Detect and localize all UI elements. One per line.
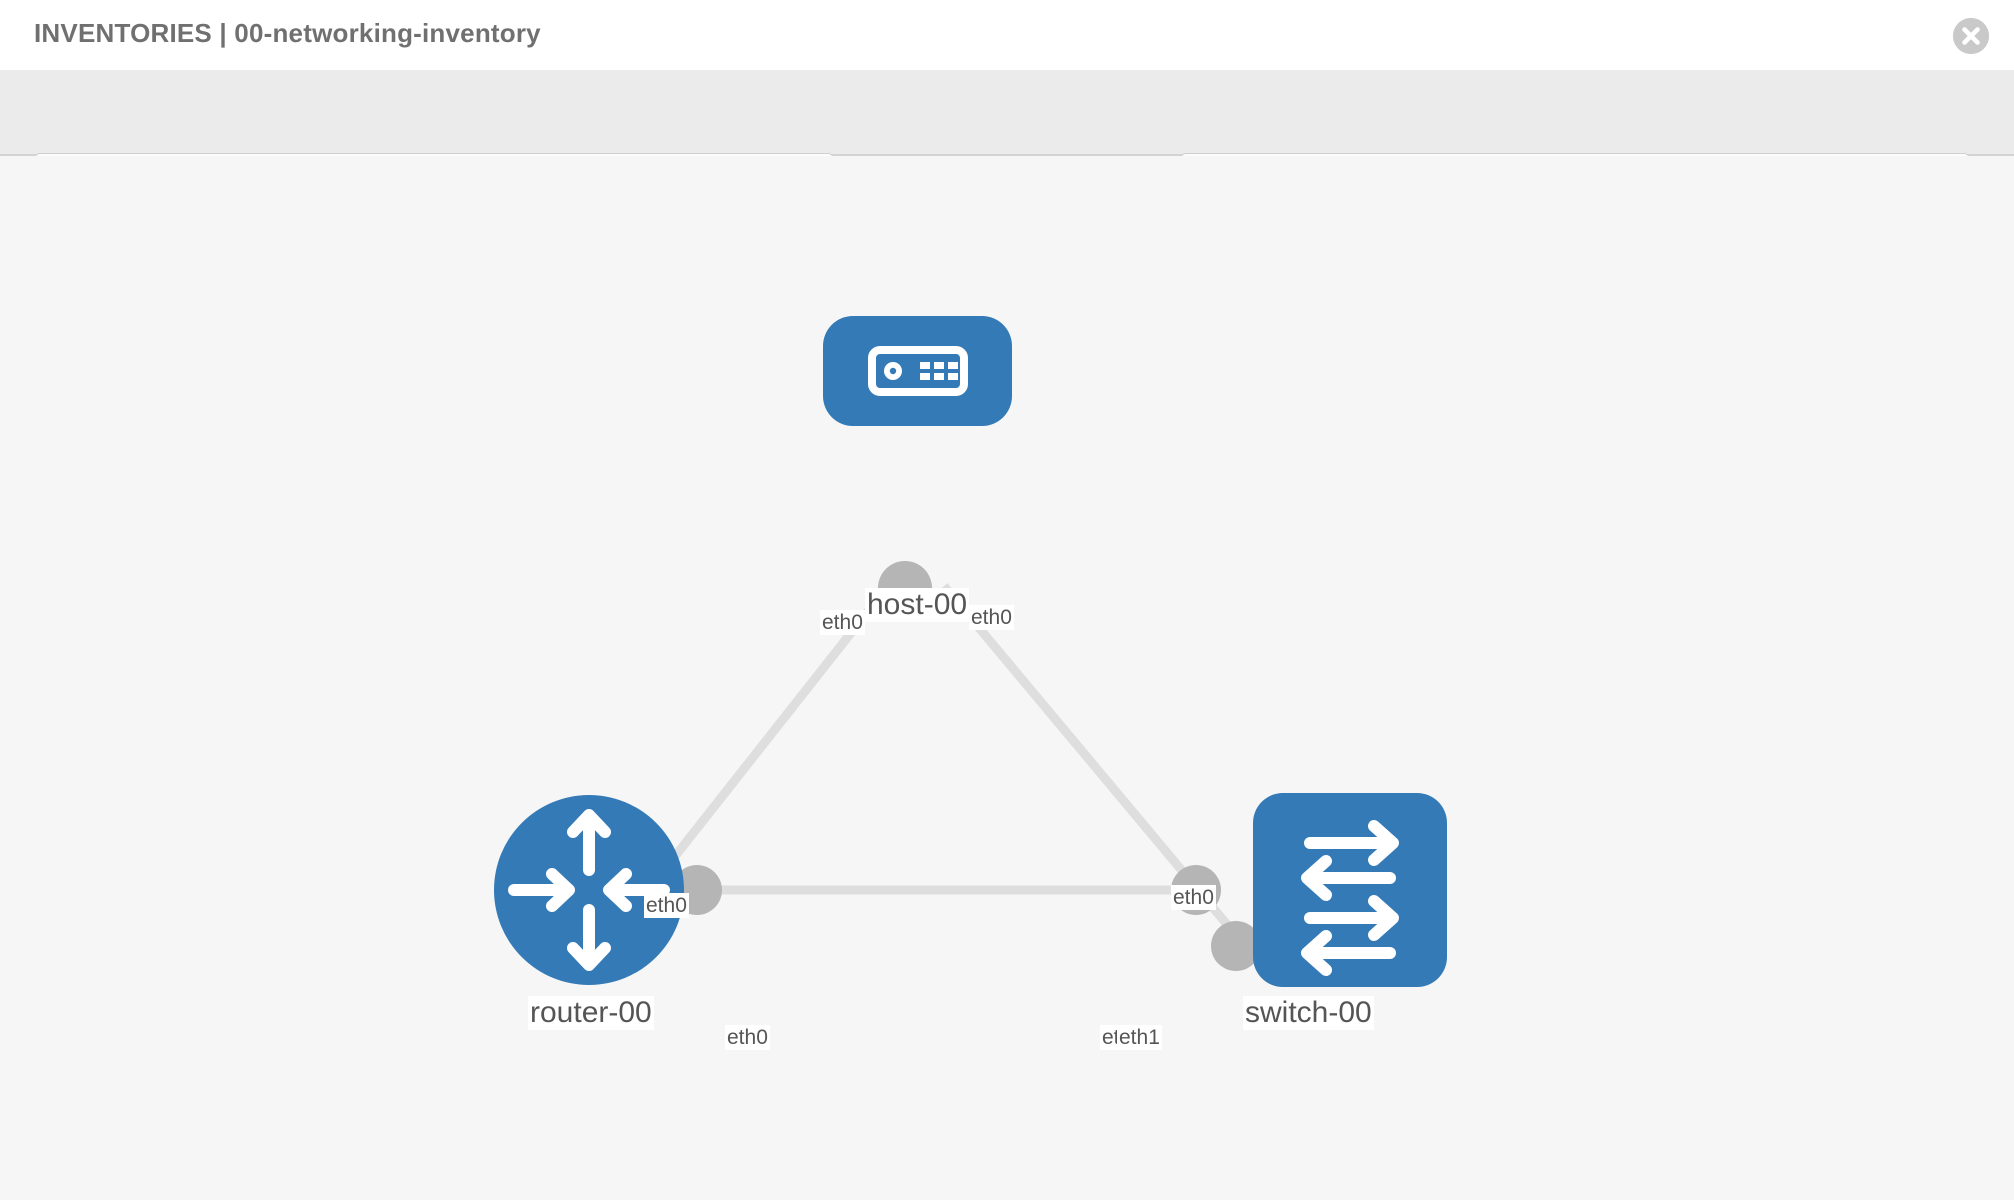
toolbar: ACTIONS SEARCH (0, 70, 2014, 209)
close-icon-glyph (1953, 18, 1989, 54)
topology-canvas[interactable]: host-00 eth0 eth0 eth0 eth0 eth0 eth eth… (0, 156, 2014, 1200)
node-label-router-00: router-00 (528, 996, 654, 1030)
iface-label-host-left: eth0 (820, 610, 865, 635)
iface-label-router-up: eth0 (644, 893, 689, 918)
node-host-00-shape[interactable] (823, 316, 1012, 426)
topology-links (646, 583, 1249, 949)
node-label-switch-00: switch-00 (1243, 996, 1374, 1030)
node-switch-00[interactable] (1253, 793, 1447, 987)
node-label-host-00: host-00 (865, 588, 970, 622)
port-switch-upper-left[interactable] (1211, 921, 1261, 971)
node-router-00[interactable] (494, 795, 684, 985)
node-host-00[interactable] (823, 316, 1012, 426)
iface-label-router-right: eth0 (725, 1025, 770, 1050)
page-header: INVENTORIES | 00-networking-inventory (0, 0, 2014, 70)
link-host-router[interactable] (646, 583, 892, 891)
router-arrows-icon (508, 809, 670, 971)
close-icon[interactable] (1953, 18, 1989, 54)
iface-label-host-right: eth0 (969, 605, 1014, 630)
server-icon (868, 346, 968, 396)
iface-label-switch-left-b: eth1 (1117, 1025, 1162, 1050)
topology-graph (494, 316, 1447, 987)
page-title: INVENTORIES | 00-networking-inventory (34, 18, 541, 48)
switch-arrows-icon (1301, 820, 1399, 976)
node-router-00-shape[interactable] (494, 795, 684, 985)
iface-label-switch-up: eth0 (1171, 885, 1216, 910)
